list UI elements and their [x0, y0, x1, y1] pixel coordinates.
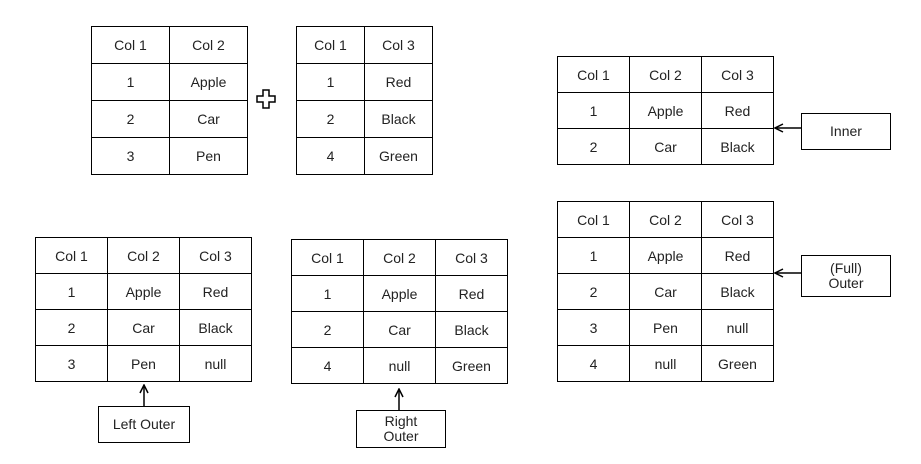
table-cell: Pen: [169, 137, 248, 175]
table-cell: null: [629, 345, 702, 382]
table-cell: Pen: [107, 345, 180, 382]
table-cell: 2: [91, 100, 170, 138]
table-cell: Car: [107, 309, 180, 346]
table-cell: Red: [179, 273, 252, 310]
table-cell: null: [701, 309, 774, 346]
table-cell: 2: [557, 128, 630, 165]
table-cell: Car: [169, 100, 248, 138]
table-cell: Green: [364, 137, 433, 175]
column-header: Col 1: [296, 26, 365, 64]
column-header: Col 3: [179, 237, 252, 274]
table-cell: 4: [557, 345, 630, 382]
table-cell: Green: [701, 345, 774, 382]
column-header: Col 1: [557, 56, 630, 93]
column-header: Col 2: [629, 201, 702, 238]
table-cell: Red: [364, 63, 433, 101]
column-header: Col 3: [364, 26, 433, 64]
label-inner: Inner: [801, 113, 891, 150]
plus-outline-icon: [256, 89, 276, 109]
table-cell: Apple: [107, 273, 180, 310]
table-cell: Apple: [629, 92, 702, 129]
label-left-outer: Left Outer: [98, 406, 190, 443]
column-header: Col 1: [557, 201, 630, 238]
table-cell: Pen: [629, 309, 702, 346]
table-cell: Red: [701, 92, 774, 129]
table-cell: Car: [629, 128, 702, 165]
column-header: Col 1: [35, 237, 108, 274]
table-cell: Apple: [169, 63, 248, 101]
table-cell: Car: [363, 311, 436, 348]
table-cell: Red: [435, 275, 508, 312]
column-header: Col 3: [701, 56, 774, 93]
table-cell: Black: [701, 128, 774, 165]
table-cell: 2: [557, 273, 630, 310]
table-cell: Apple: [629, 237, 702, 274]
column-header: Col 3: [435, 239, 508, 276]
column-header: Col 2: [629, 56, 702, 93]
column-header: Col 1: [291, 239, 364, 276]
table-cell: 4: [291, 347, 364, 384]
table-cell: 1: [296, 63, 365, 101]
table-cell: 4: [296, 137, 365, 175]
table-cell: Black: [701, 273, 774, 310]
table-cell: Green: [435, 347, 508, 384]
table-cell: Red: [701, 237, 774, 274]
table-cell: Car: [629, 273, 702, 310]
column-header: Col 1: [91, 26, 170, 64]
table-cell: 2: [35, 309, 108, 346]
column-header: Col 2: [169, 26, 248, 64]
column-header: Col 2: [107, 237, 180, 274]
table-cell: 3: [35, 345, 108, 382]
table-cell: Black: [364, 100, 433, 138]
label-right-outer: Right Outer: [356, 410, 446, 448]
table-cell: 3: [557, 309, 630, 346]
label-full-outer: (Full) Outer: [801, 255, 891, 297]
table-cell: Black: [179, 309, 252, 346]
table-cell: 1: [557, 92, 630, 129]
table-cell: 3: [91, 137, 170, 175]
table-cell: Black: [435, 311, 508, 348]
table-cell: null: [179, 345, 252, 382]
table-cell: 1: [557, 237, 630, 274]
table-cell: 1: [35, 273, 108, 310]
column-header: Col 3: [701, 201, 774, 238]
table-cell: null: [363, 347, 436, 384]
table-cell: 2: [291, 311, 364, 348]
table-cell: 1: [91, 63, 170, 101]
table-cell: 2: [296, 100, 365, 138]
column-header: Col 2: [363, 239, 436, 276]
table-cell: Apple: [363, 275, 436, 312]
table-cell: 1: [291, 275, 364, 312]
